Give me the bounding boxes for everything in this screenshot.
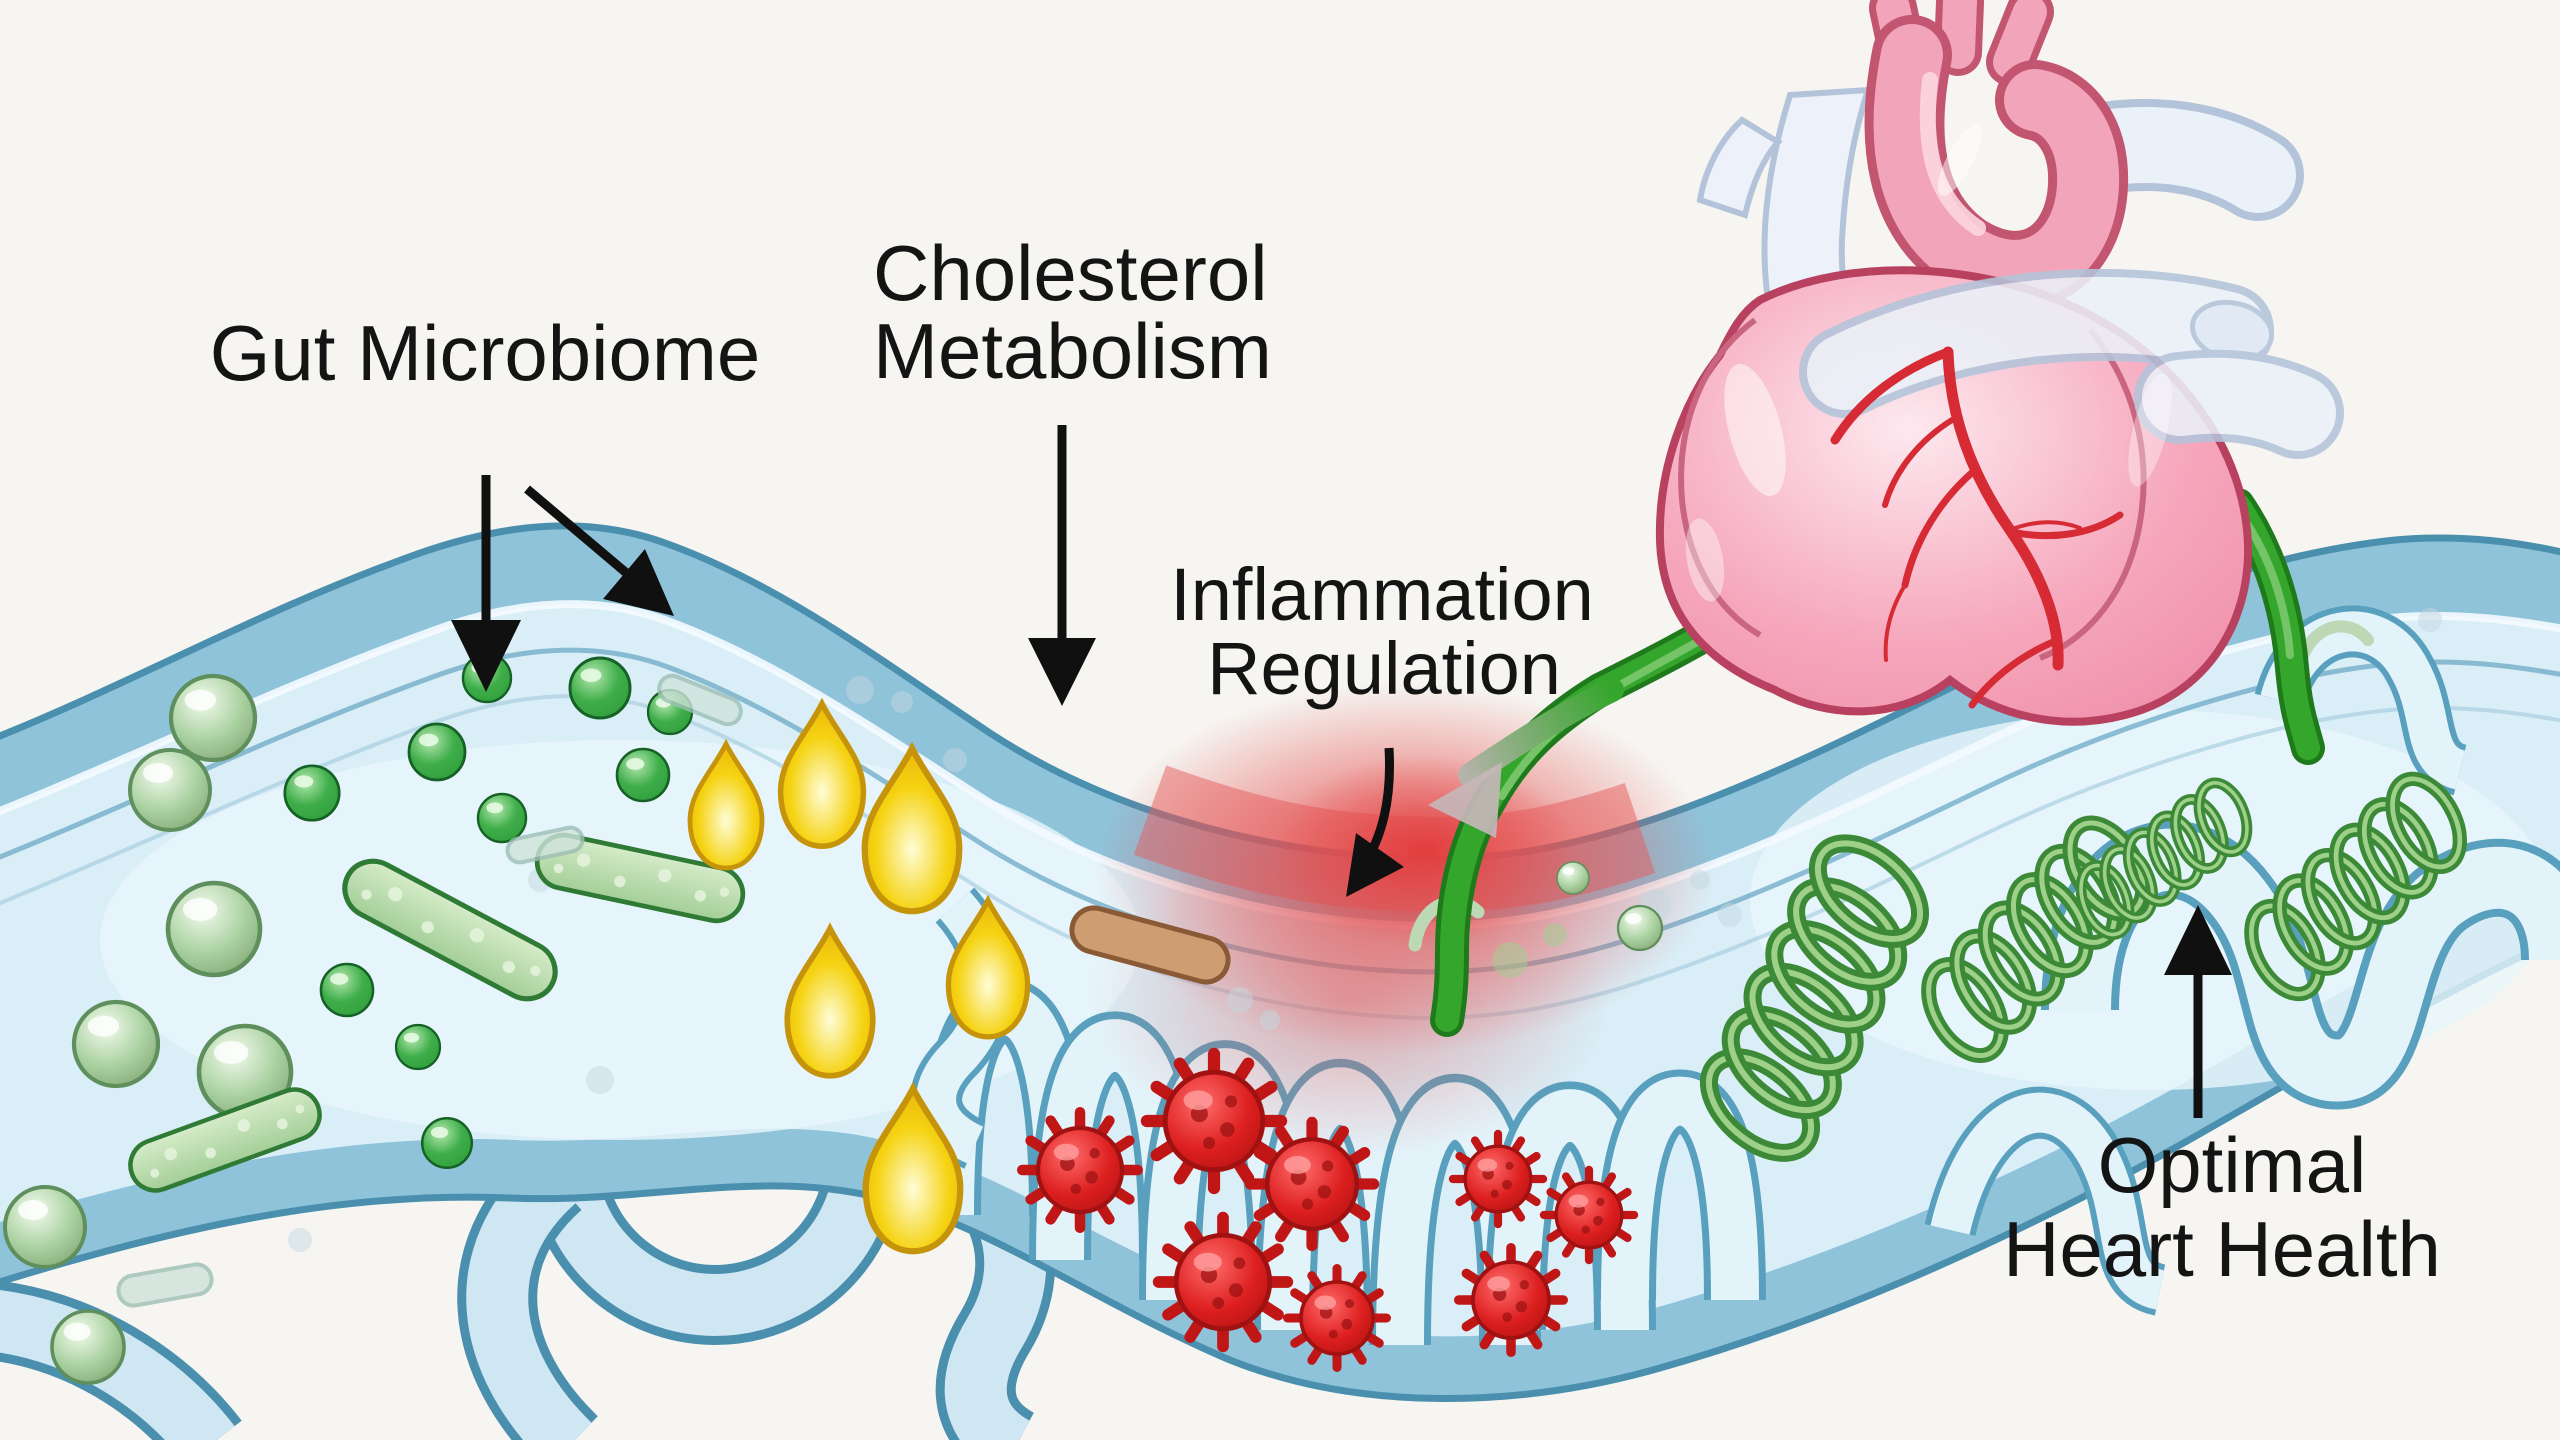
green-bacterium-sphere xyxy=(476,792,528,844)
pulmonary-vessels xyxy=(1799,268,2344,459)
heart-highlights xyxy=(1685,124,2172,602)
green-vessel-branch xyxy=(1458,678,1624,787)
green-bacterium-sphere-light xyxy=(128,748,212,832)
label-cholesterol-line2: Metabolism xyxy=(873,307,1272,395)
green-bacterium-sphere xyxy=(394,1023,442,1071)
green-bacterium-sphere xyxy=(420,1116,474,1170)
faded-bacterium-rod xyxy=(657,673,743,727)
aorta xyxy=(1864,0,2129,311)
green-bacterium-sphere-light xyxy=(168,883,260,975)
coronary-arteries xyxy=(1830,346,2124,709)
faded-bacterium-rod xyxy=(505,825,585,865)
arrow-heart-health-up xyxy=(2164,905,2232,1118)
green-bacterium-sphere-light xyxy=(3,1185,87,1269)
green-bacterium-sphere-light xyxy=(50,1309,126,1385)
label-inflammation-line1: Inflammation xyxy=(1170,553,1594,636)
arrow-gut-microbiome-down xyxy=(451,475,521,692)
faded-arrowhead xyxy=(1428,762,1502,838)
label-cholesterol-line1: Cholesterol xyxy=(873,229,1268,317)
green-bacterium-sphere-light xyxy=(74,1002,158,1086)
arrow-cholesterol-down xyxy=(1028,425,1096,706)
atrium-contour xyxy=(2038,328,2147,661)
label-heart-health-line2: Heart Health xyxy=(2003,1205,2441,1293)
arrow-inflammation-curved xyxy=(1346,747,1404,897)
annotation-labels: Gut Microbiome Cholesterol Metabolism In… xyxy=(210,229,2441,1293)
green-bacterium-sphere xyxy=(568,656,632,720)
label-inflammation-line2: Regulation xyxy=(1207,627,1561,710)
green-bacterium-sphere xyxy=(319,962,375,1018)
green-bacterium-sphere-light xyxy=(1616,904,1664,952)
gut-microbiome-bacteria xyxy=(3,620,2374,1385)
green-bacterium-sphere-light xyxy=(171,676,255,760)
faded-bacterium-rod xyxy=(116,1262,214,1308)
green-bacterium-sphere-light xyxy=(1556,861,1590,895)
annotation-arrows xyxy=(451,425,2232,1118)
green-bacterium-sphere xyxy=(615,747,671,803)
label-gut-microbiome: Gut Microbiome xyxy=(210,309,761,397)
arrow-gut-microbiome-diagonal xyxy=(524,485,674,616)
green-bacterium-sphere xyxy=(407,722,467,782)
atrium-contour xyxy=(1678,317,1762,638)
label-heart-health-line1: Optimal xyxy=(2098,1121,2367,1209)
green-glow-dot xyxy=(1543,923,1567,947)
tan-bacterium-rod xyxy=(1069,905,1231,985)
gut-heart-vessels xyxy=(1428,488,2325,1037)
green-bacterium-sphere xyxy=(283,764,341,822)
heart-illustration xyxy=(1655,0,2344,726)
green-glow-dot xyxy=(1492,942,1528,978)
